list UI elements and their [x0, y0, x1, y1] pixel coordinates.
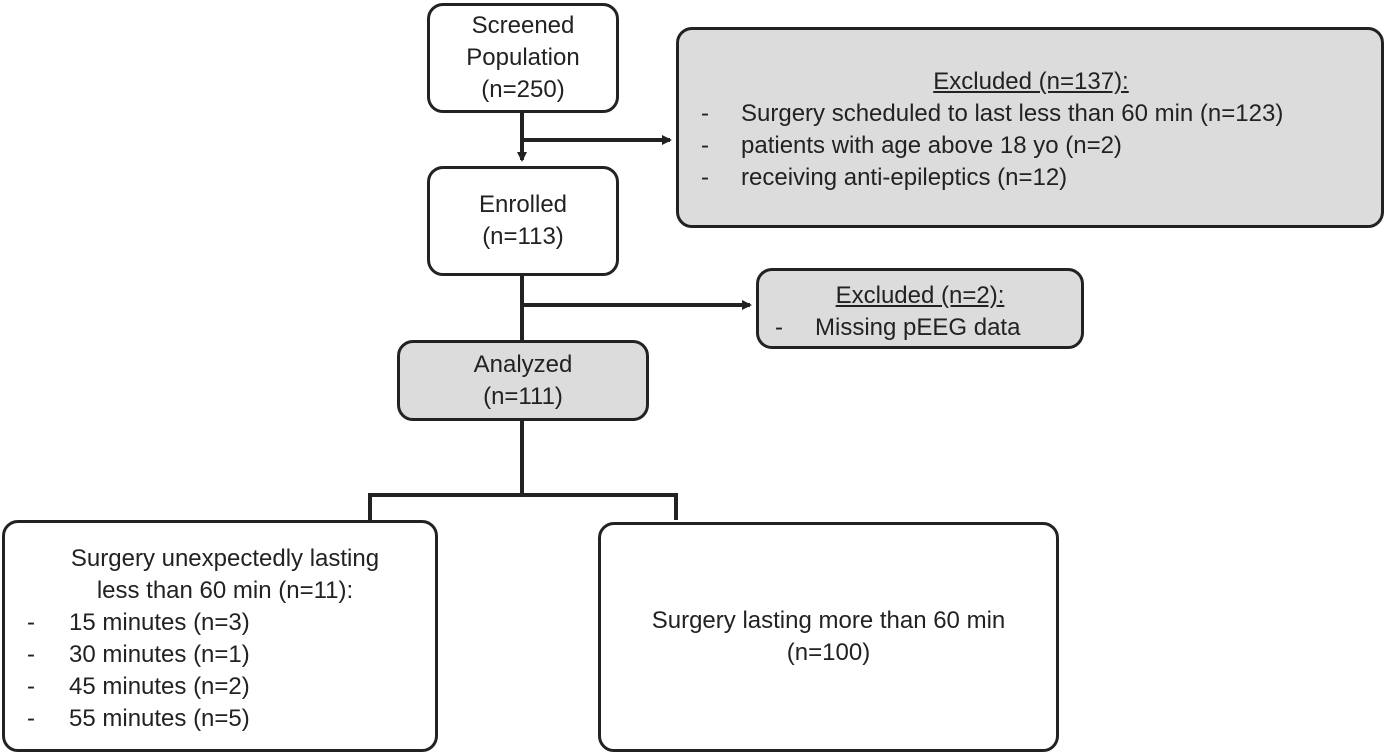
- enrolled-box: Enrolled (n=113): [427, 166, 619, 276]
- long-surgery-box: Surgery lasting more than 60 min (n=100): [598, 522, 1059, 752]
- bullet-dash: -: [27, 673, 35, 700]
- screened-count: (n=250): [481, 76, 565, 103]
- excluded2-list: - Missing pEEG data: [775, 312, 1065, 344]
- list-item: - 45 minutes (n=2): [27, 671, 423, 703]
- excluded-box-1: Excluded (n=137): - Surgery scheduled to…: [676, 27, 1384, 228]
- short-surgery-line1: Surgery unexpectedly lasting: [70, 545, 380, 572]
- bullet-dash: -: [775, 314, 783, 341]
- short-surgery-item-1: 30 minutes (n=1): [69, 641, 250, 668]
- excluded1-item-2: receiving anti-epileptics (n=12): [741, 164, 1068, 191]
- screened-population-box: Screened Population (n=250): [427, 3, 619, 113]
- excluded2-title: Excluded (n=2):: [835, 282, 1005, 309]
- excluded-box-2: Excluded (n=2): - Missing pEEG data: [756, 268, 1084, 349]
- long-surgery-line1: Surgery lasting more than 60 min: [651, 607, 1006, 634]
- list-item: - Missing pEEG data: [775, 312, 1065, 344]
- analyzed-label: Analyzed: [473, 350, 573, 378]
- enrolled-count: (n=113): [482, 223, 564, 250]
- excluded2-item-0: Missing pEEG data: [815, 314, 1021, 341]
- list-item: - Surgery scheduled to last less than 60…: [701, 98, 1361, 130]
- short-surgery-line2: less than 60 min (n=11):: [96, 577, 354, 604]
- short-surgery-item-3: 55 minutes (n=5): [69, 705, 250, 732]
- list-item: - 15 minutes (n=3): [27, 607, 423, 639]
- list-item: - patients with age above 18 yo (n=2): [701, 130, 1361, 162]
- bullet-dash: -: [27, 641, 35, 668]
- bullet-dash: -: [27, 609, 35, 636]
- list-item: - 30 minutes (n=1): [27, 639, 423, 671]
- split-bracket: [368, 493, 678, 520]
- short-surgery-box: Surgery unexpectedly lasting less than 6…: [2, 520, 438, 752]
- list-item: - 55 minutes (n=5): [27, 703, 423, 735]
- short-surgery-item-2: 45 minutes (n=2): [69, 673, 250, 700]
- analyzed-count: (n=111): [483, 382, 563, 410]
- excluded1-item-0: Surgery scheduled to last less than 60 m…: [741, 100, 1284, 127]
- bullet-dash: -: [701, 100, 709, 127]
- list-item: - receiving anti-epileptics (n=12): [701, 162, 1361, 194]
- enrolled-label: Enrolled: [478, 191, 568, 218]
- long-surgery-count: (n=100): [786, 639, 871, 666]
- excluded1-list: - Surgery scheduled to last less than 60…: [701, 98, 1361, 194]
- short-surgery-item-0: 15 minutes (n=3): [69, 609, 250, 636]
- excluded1-title: Excluded (n=137):: [933, 68, 1129, 95]
- bullet-dash: -: [701, 132, 709, 159]
- screened-line2: Population: [466, 44, 580, 71]
- analyzed-box: Analyzed (n=111): [397, 340, 649, 421]
- screened-line1: Screened: [471, 12, 575, 39]
- short-surgery-list: - 15 minutes (n=3) - 30 minutes (n=1) - …: [27, 607, 423, 735]
- bullet-dash: -: [701, 164, 709, 191]
- excluded1-item-1: patients with age above 18 yo (n=2): [741, 132, 1122, 159]
- bullet-dash: -: [27, 705, 35, 732]
